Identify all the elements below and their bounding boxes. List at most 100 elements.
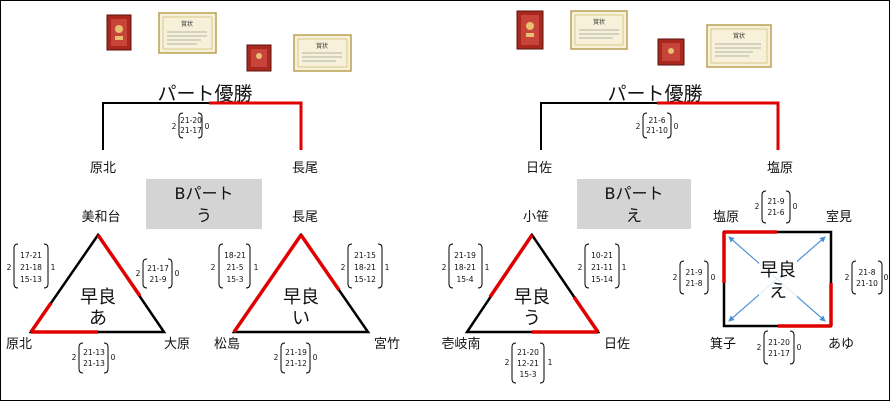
score-game: 21-13 — [83, 348, 105, 357]
score-left-sets: 2 — [172, 122, 177, 131]
score-right-sets: 0 — [797, 343, 802, 352]
score-left-sets: 2 — [673, 273, 678, 282]
score-right-sets: 1 — [485, 263, 490, 272]
group-e-top-score: 2 21-9 21-6 0 — [755, 190, 798, 224]
award-plaque-icon — [246, 44, 272, 72]
score-game: 15-14 — [591, 275, 613, 284]
score-game: 15-12 — [354, 275, 376, 284]
score-game: 21-9 — [685, 268, 702, 277]
group-i-label-sub: い — [292, 308, 310, 329]
score-left-sets: 2 — [274, 353, 279, 362]
group-u-bottom-score: 2 21-20 12-21 15-3 1 — [505, 342, 553, 384]
right-final-right-team: 塩原 — [767, 161, 793, 176]
group-e-top-right-team: 室見 — [826, 209, 852, 225]
score-left-sets: 2 — [636, 122, 641, 131]
score-left-sets: 2 — [757, 343, 762, 352]
left-badge-line1: Bパート — [175, 184, 234, 203]
award-plaque-icon — [106, 14, 132, 51]
score-left-sets: 2 — [578, 263, 583, 272]
score-game: 21-19 — [285, 348, 307, 357]
score-game: 21-17 — [147, 264, 169, 273]
score-game: 18-21 — [224, 251, 246, 260]
group-i-bottom-right-team: 宮竹 — [374, 336, 400, 352]
right-final-title: パート優勝 — [607, 83, 702, 105]
left-part-badge: Bパート う — [146, 179, 262, 229]
left-final-score: 2 21-20 21-17 0 — [172, 112, 210, 139]
award-certificate-icon: 賞状 — [293, 34, 352, 72]
score-right-sets: 0 — [674, 122, 679, 131]
score-left-sets: 2 — [505, 358, 510, 367]
group-u-left-score: 2 21-19 18-21 15-4 1 — [442, 243, 490, 289]
certificate-heading: 賞状 — [593, 18, 605, 26]
score-game: 18-21 — [354, 263, 376, 272]
score-left-sets: 2 — [72, 353, 77, 362]
group-e-label: 早良 — [760, 260, 796, 281]
score-game: 21-5 — [226, 263, 243, 272]
group-i-label: 早良 — [283, 287, 319, 308]
group-u-top-team: 小笹 — [523, 209, 549, 225]
group-a-triangle — [28, 232, 167, 334]
score-game: 15-13 — [20, 275, 42, 284]
score-game: 21-17 — [180, 126, 202, 135]
group-e-top-left-team: 塩原 — [713, 210, 739, 225]
score-game: 21-18 — [20, 263, 42, 272]
score-left-sets: 2 — [442, 263, 447, 272]
score-game: 21-6 — [767, 208, 784, 217]
group-u-right-score: 2 10-21 21-11 15-14 1 — [578, 243, 627, 289]
score-right-sets: 1 — [385, 263, 390, 272]
score-right-sets: 1 — [51, 263, 56, 272]
score-right-sets: 0 — [205, 122, 210, 131]
score-right-sets: 1 — [622, 263, 627, 272]
award-certificate-icon: 賞状 — [570, 10, 628, 50]
award-certificate-icon: 賞状 — [706, 24, 772, 68]
score-left-sets: 2 — [7, 263, 12, 272]
score-right-sets: 0 — [111, 353, 116, 362]
right-badge-line2: え — [626, 206, 642, 225]
score-left-sets: 2 — [341, 263, 346, 272]
score-game: 21-11 — [591, 263, 613, 272]
score-left-sets: 2 — [845, 273, 850, 282]
group-a-bottom-left-team: 原北 — [6, 337, 32, 352]
group-u-bottom-left-team: 壱岐南 — [441, 336, 480, 352]
award-certificate-icon: 賞状 — [158, 12, 217, 54]
group-a-bottom-right-team: 大原 — [164, 337, 190, 352]
group-e-bottom-left-team: 箕子 — [710, 336, 736, 352]
score-game: 17-21 — [20, 251, 42, 260]
right-final-score: 2 21-6 21-10 0 — [636, 112, 679, 139]
award-plaque-icon — [516, 10, 544, 50]
left-final-right-team: 長尾 — [292, 161, 318, 176]
group-u-triangle — [464, 232, 601, 334]
score-game: 10-21 — [591, 251, 613, 260]
score-right-sets: 0 — [175, 269, 180, 278]
left-final-title: パート優勝 — [157, 83, 252, 105]
score-game: 21-20 — [768, 338, 790, 347]
group-u-label: 早良 — [514, 287, 550, 308]
group-e-left-score: 2 21-9 21-8 0 — [673, 260, 716, 295]
score-game: 21-9 — [149, 275, 166, 284]
right-final-bracket — [540, 101, 780, 150]
certificate-heading: 賞状 — [733, 32, 745, 40]
score-game: 21-8 — [685, 279, 702, 288]
score-game: 21-20 — [180, 116, 202, 125]
group-i-bottom-score: 2 21-19 21-12 0 — [274, 342, 318, 374]
score-game: 15-3 — [226, 275, 243, 284]
score-game: 21-17 — [768, 349, 790, 358]
score-game: 21-10 — [856, 279, 878, 288]
score-left-sets: 2 — [211, 263, 216, 272]
group-i-right-score: 2 21-15 18-21 15-12 1 — [341, 243, 390, 289]
score-left-sets: 2 — [755, 202, 760, 211]
score-right-sets: 0 — [793, 202, 798, 211]
group-e-square — [722, 230, 833, 328]
score-right-sets: 0 — [884, 273, 889, 282]
group-e-bottom-score: 2 21-20 21-17 0 — [757, 330, 802, 365]
score-game: 21-10 — [646, 126, 668, 135]
score-game: 21-12 — [285, 359, 307, 368]
award-plaque-icon — [657, 38, 685, 66]
group-a-top-team: 美和台 — [81, 210, 120, 225]
group-a-label: 早良 — [80, 287, 116, 308]
score-game: 21-9 — [767, 197, 784, 206]
score-game: 15-4 — [456, 275, 473, 284]
certificate-heading: 賞状 — [181, 20, 193, 28]
